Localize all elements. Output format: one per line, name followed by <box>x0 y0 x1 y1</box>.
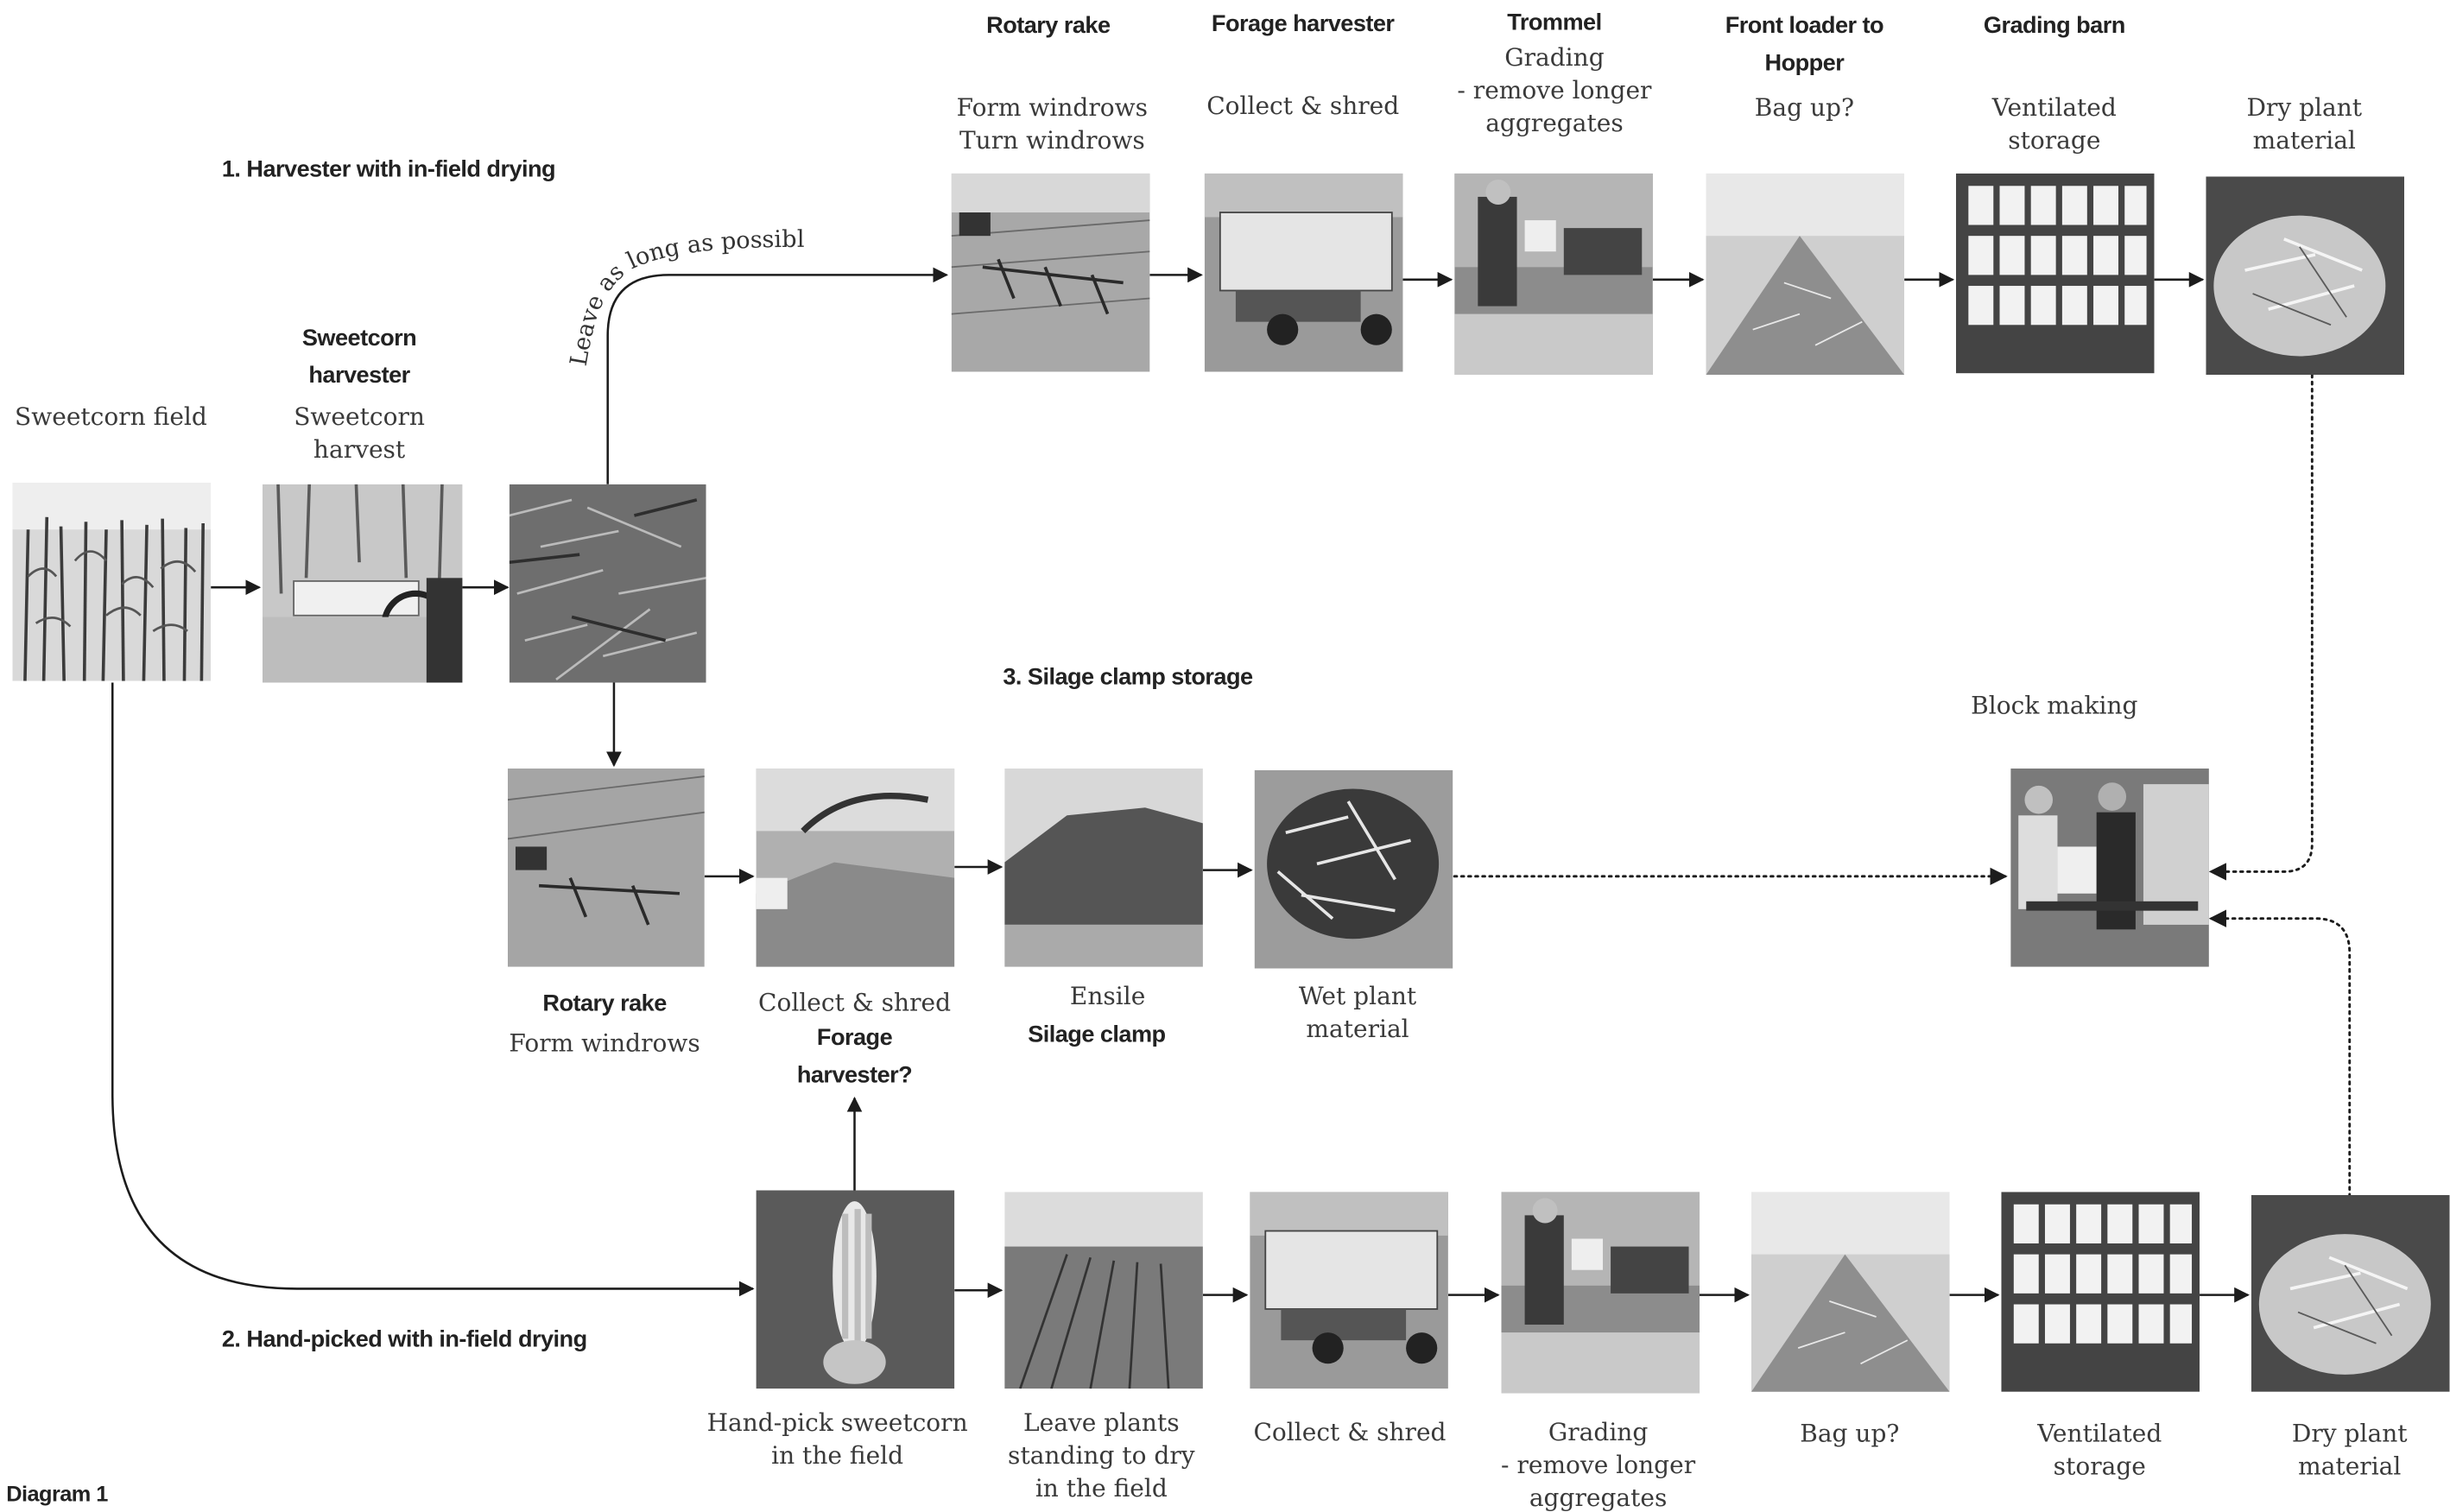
r3-bold-rotary-rake: Rotary rake <box>542 990 667 1017</box>
photo-harvester-cab <box>262 484 463 683</box>
r1-desc-bag-up: Bag up? <box>1754 93 1855 123</box>
photo-cut-stalks <box>509 484 706 683</box>
photo-forage-harvester-2 <box>1250 1192 1448 1389</box>
section-heading-1: 1. Harvester with in-field drying <box>221 155 556 183</box>
arrow-stalks-to-route1 <box>606 267 949 484</box>
r2-desc-bag-up: Bag up? <box>1800 1420 1900 1448</box>
label-sweetcorn-field: Sweetcorn field <box>15 402 207 432</box>
dotted-arrow-r2-to-block <box>2208 909 2352 1199</box>
photo-grading-barn <box>1955 173 2155 374</box>
section-heading-3: 3. Silage clamp storage <box>1003 663 1253 691</box>
photo-trommel-2 <box>1501 1192 1700 1394</box>
photo-hopper <box>1706 173 1905 376</box>
photo-sweetcorn-field <box>12 482 212 681</box>
r1-bold-grading-barn: Grading barn <box>1983 12 2125 40</box>
photo-block-making <box>2010 769 2209 967</box>
r1-desc-forage: Collect & shred <box>1206 92 1400 121</box>
dotted-arrow-r1-to-block <box>2208 373 2314 881</box>
photo-grading-barn-2 <box>2001 1192 2200 1392</box>
label-block-making: Block making <box>1971 692 2138 720</box>
photo-hand-picked-cob <box>756 1190 955 1389</box>
photo-standing-plants <box>1004 1192 1203 1389</box>
r1-bold-forage-harvester: Forage harvester <box>1211 10 1395 38</box>
photo-hopper-2 <box>1750 1192 1950 1392</box>
r3-desc-ensile: Ensile <box>1069 982 1146 1011</box>
r3-bold-silage-clamp: Silage clamp <box>1028 1022 1166 1048</box>
photo-silage-clamp <box>1004 769 1203 967</box>
photo-forage-trailer <box>756 769 955 967</box>
curve-label: Leave as long as possible <box>0 0 805 368</box>
r1-bold-rotary-rake: Rotary rake <box>986 12 1111 40</box>
photo-dry-material <box>2206 176 2405 376</box>
photo-forage-harvester <box>1204 173 1403 372</box>
r2-desc-collect: Collect & shred <box>1253 1418 1447 1447</box>
photo-rotary-rake-2 <box>507 769 705 967</box>
diagram-caption: Diagram 1 <box>6 1480 108 1506</box>
r3-desc-collect: Collect & shred <box>758 989 952 1017</box>
section-heading-2: 2. Hand-picked with in-field drying <box>221 1325 587 1353</box>
r3-desc-rotary-rake: Form windrows <box>509 1029 700 1058</box>
photo-rotary-rake <box>951 173 1150 372</box>
r1-bold-trommel: Trommel <box>1507 9 1602 36</box>
photo-wet-material <box>1254 769 1453 969</box>
photo-dry-material-2 <box>2251 1194 2450 1392</box>
arrow-field-to-route2 <box>111 682 755 1297</box>
photo-trommel <box>1454 173 1653 376</box>
